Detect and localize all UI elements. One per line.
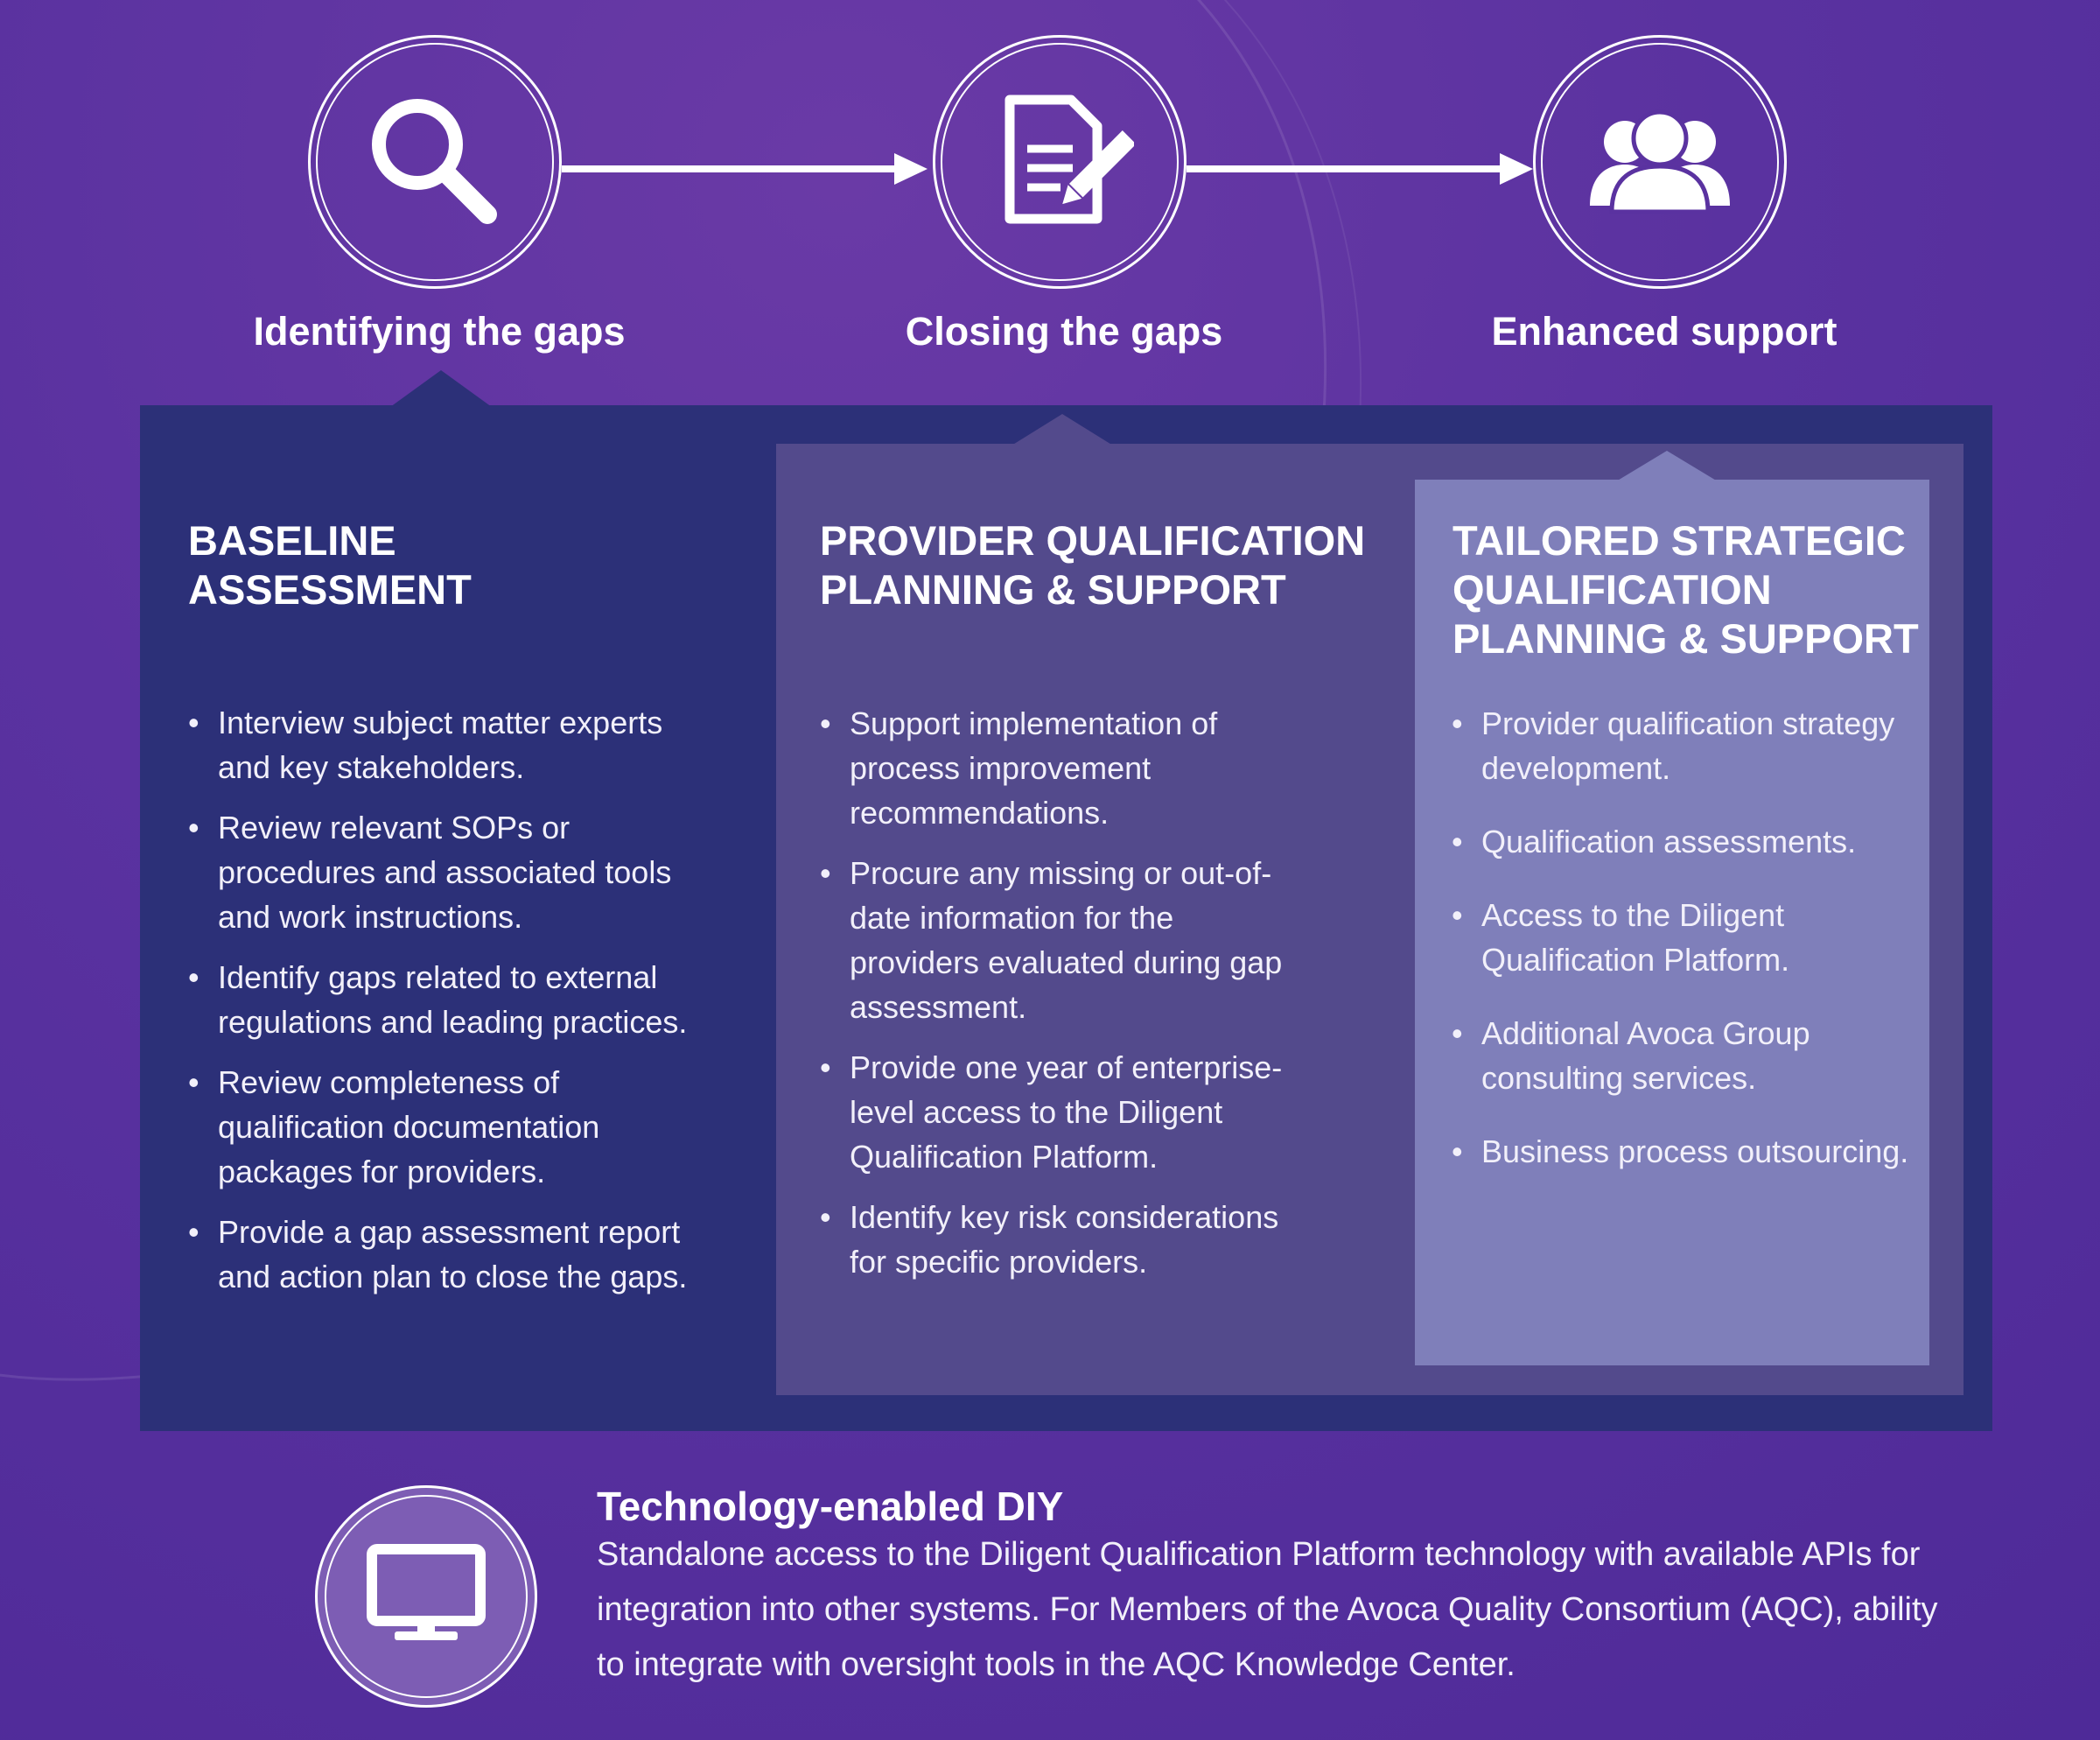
column-title-provider: PROVIDER QUALIFICATION PLANNING & SUPPOR… xyxy=(820,517,1366,613)
people-group-icon xyxy=(1590,109,1730,214)
list-item: Review relevant SOPs or procedures and a… xyxy=(188,805,696,939)
list-item: Support implementation of process improv… xyxy=(820,701,1310,835)
stage-circle-identifying xyxy=(308,35,562,289)
list-item: Provide a gap assessment report and acti… xyxy=(188,1210,696,1299)
list-item: Procure any missing or out-of-date infor… xyxy=(820,851,1310,1029)
list-item: Interview subject matter experts and key… xyxy=(188,700,696,789)
flow-arrow xyxy=(562,151,928,185)
list-item: Provider qualification strategy developm… xyxy=(1452,701,1924,790)
panel-pointer xyxy=(390,370,492,407)
document-pencil-icon xyxy=(1004,95,1134,224)
column-title-tailored: TAILORED STRATEGIC QUALIFICATION PLANNIN… xyxy=(1452,517,1919,662)
flow-arrow xyxy=(1186,151,1533,185)
stage-circle-enhanced xyxy=(1533,35,1787,289)
magnifying-glass-icon xyxy=(372,99,497,224)
list-item: Provide one year of enterprise-level acc… xyxy=(820,1045,1310,1179)
list-item: Access to the Diligent Qualification Pla… xyxy=(1452,893,1924,982)
monitor-icon xyxy=(367,1544,486,1640)
bullet-list-tailored: Provider qualification strategy developm… xyxy=(1452,701,1924,1203)
list-item: Business process outsourcing. xyxy=(1452,1129,1924,1174)
list-item: Additional Avoca Group consulting servic… xyxy=(1452,1011,1924,1100)
stage-label-enhanced: Enhanced support xyxy=(1491,309,1838,354)
list-item: Identify key risk considerations for spe… xyxy=(820,1195,1310,1284)
stage-label-identifying: Identifying the gaps xyxy=(253,309,626,354)
diy-description: Standalone access to the Diligent Qualif… xyxy=(597,1536,1938,1683)
bullet-list-provider: Support implementation of process improv… xyxy=(820,701,1310,1300)
panel-pointer xyxy=(1616,451,1718,481)
diy-title: Technology-enabled DIY xyxy=(597,1484,1064,1529)
stage-circle-closing xyxy=(933,35,1186,289)
column-title-baseline: BASELINE ASSESSMENT xyxy=(188,517,472,613)
bullet-list-baseline: Interview subject matter experts and key… xyxy=(188,700,696,1315)
diy-circle xyxy=(315,1485,537,1708)
stage-label-closing: Closing the gaps xyxy=(905,309,1223,354)
panel-pointer xyxy=(1012,414,1113,446)
list-item: Identify gaps related to external regula… xyxy=(188,955,696,1044)
list-item: Qualification assessments. xyxy=(1452,819,1924,864)
list-item: Review completeness of qualification doc… xyxy=(188,1060,696,1194)
